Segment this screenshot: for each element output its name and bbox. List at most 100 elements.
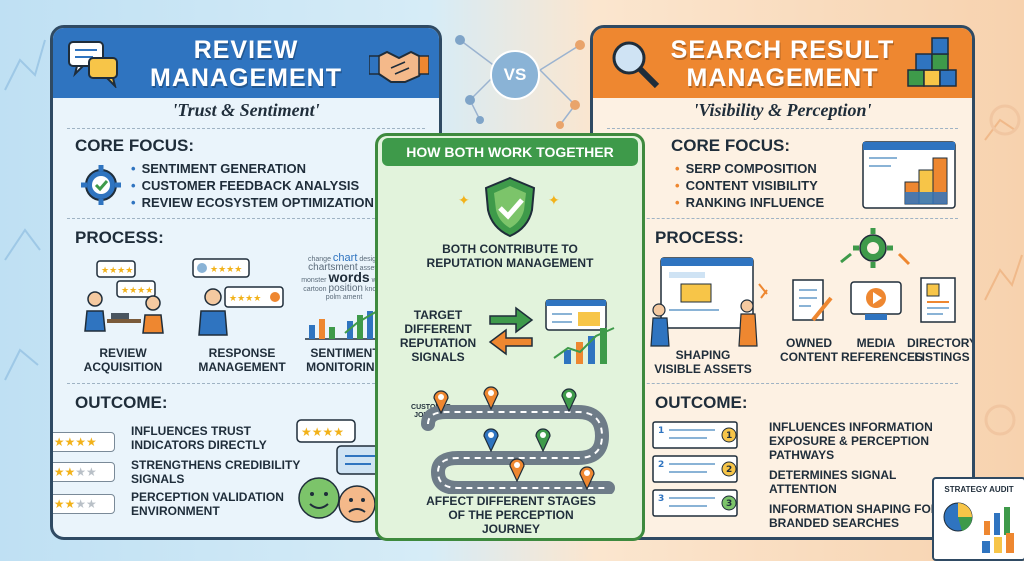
two-way-arrows-icon	[488, 306, 534, 356]
svg-text:★★★★: ★★★★	[101, 266, 133, 276]
word-cloud-term: knows	[365, 286, 385, 293]
map-pin-icon	[483, 386, 499, 410]
core-focus-list: SENTIMENT GENERATION CUSTOMER FEEDBACK A…	[131, 160, 374, 211]
svg-text:★★★★: ★★★★	[301, 425, 344, 439]
word-cloud-term: polm	[325, 294, 341, 301]
map-pin-icon	[579, 466, 595, 490]
faces-feedback-illustration: ★★★★	[296, 419, 388, 523]
process-heading: PROCESS:	[75, 228, 164, 247]
divider	[67, 128, 425, 129]
rating-five-stars: ★★★★★	[53, 432, 115, 452]
word-cloud: change chart design chartsment assets mo…	[301, 252, 387, 302]
word-cloud-term: design	[359, 256, 380, 263]
media-player-icon	[850, 281, 902, 320]
outcome-heading: OUTCOME:	[655, 393, 748, 412]
divider	[607, 128, 958, 129]
map-pin-icon	[535, 428, 551, 452]
customer-journey-road	[421, 405, 615, 494]
process-label-shaping-visible-assets: SHAPING VISIBLE ASSETS	[654, 348, 752, 376]
shield-check-icon	[484, 176, 536, 238]
core-focus-item: RANKING INFLUENCE	[675, 194, 825, 211]
gear-check-icon	[81, 165, 121, 205]
center-text-perception-journey: AFFECT DIFFERENT STAGES OF THE PERCEPTIO…	[426, 494, 596, 536]
map-pin-icon	[561, 388, 577, 412]
process-label-directory-listings: DIRECTORY LISTINGS	[907, 336, 975, 364]
svg-text:3: 3	[658, 494, 664, 504]
review-management-subtitle: 'Trust & Sentiment'	[172, 100, 320, 120]
divider	[67, 218, 425, 219]
owned-content-document-icon	[792, 279, 833, 322]
building-blocks-icon	[907, 37, 957, 87]
map-pin-icon	[509, 458, 525, 482]
word-cloud-term: words	[328, 269, 370, 285]
map-pin-icon	[433, 390, 449, 414]
word-cloud-term: chart	[332, 252, 358, 264]
outcome-text: STRENGTHENS CREDIBILITY SIGNALS	[131, 458, 301, 486]
svg-text:1: 1	[726, 431, 732, 441]
chat-bubbles-icon	[68, 41, 118, 88]
search-result-management-header: SEARCH RESULT MANAGEMENT	[593, 28, 972, 98]
bar-chart-icon	[982, 507, 1014, 553]
svg-text:2: 2	[658, 460, 664, 470]
core-focus-item: CUSTOMER FEEDBACK ANALYSIS	[131, 177, 374, 194]
svg-text:1: 1	[658, 426, 664, 436]
word-cloud-term: change	[308, 256, 331, 263]
center-text-contribute: BOTH CONTRIBUTE TO REPUTATION MANAGEMENT	[426, 242, 594, 270]
search-result-management-title: SEARCH RESULT MANAGEMENT	[670, 36, 895, 92]
rating-three-stars: ★★★★★	[53, 494, 115, 514]
gear-cycle-icon	[840, 228, 911, 268]
svg-text:3: 3	[726, 499, 732, 509]
svg-text:★★★★: ★★★★	[121, 286, 153, 296]
sparkle-icon: ✦	[548, 192, 560, 208]
outcome-text: INFLUENCES INFORMATION EXPOSURE & PERCEP…	[769, 420, 933, 462]
divider	[607, 218, 958, 219]
svg-text:★★★★: ★★★★	[229, 294, 261, 304]
pie-chart-icon	[943, 502, 973, 532]
process-heading: PROCESS:	[655, 228, 744, 247]
dashboard-growth-icon	[545, 299, 615, 364]
process-label-response-management: RESPONSE MANAGEMENT	[198, 346, 286, 374]
strategy-audit-title: STRATEGY AUDIT	[944, 485, 1014, 494]
map-pin-icon	[483, 428, 499, 452]
outcome-heading: OUTCOME:	[75, 393, 168, 412]
word-cloud-term: assets	[359, 265, 380, 272]
divider	[67, 383, 425, 384]
search-result-management-subtitle: 'Visibility & Perception'	[693, 100, 872, 120]
how-both-work-together-panel: HOW BOTH WORK TOGETHER ✦ ✦ BOTH CONTRIBU…	[375, 133, 645, 541]
center-text-target-signals: TARGET DIFFERENT REPUTATION SIGNALS	[399, 308, 477, 364]
strategy-audit-card: STRATEGY AUDIT	[932, 477, 1024, 561]
center-title: HOW BOTH WORK TOGETHER	[382, 138, 638, 166]
svg-text:★★★★: ★★★★	[210, 265, 242, 275]
core-focus-heading: CORE FOCUS:	[671, 136, 790, 155]
svg-text:2: 2	[726, 465, 732, 475]
process-label-review-acquisition: REVIEW ACQUISITION	[83, 346, 163, 374]
core-focus-item: REVIEW ECOSYSTEM OPTIMIZATION	[131, 194, 374, 211]
handshake-icon	[369, 50, 429, 83]
process-label-owned-content: OWNED CONTENT	[780, 336, 838, 364]
outcome-text: DETERMINES SIGNAL ATTENTION	[769, 468, 897, 496]
core-focus-item: SENTIMENT GENERATION	[131, 160, 374, 177]
word-cloud-term: cartoon	[303, 286, 327, 293]
core-focus-list: SERP COMPOSITION CONTENT VISIBILITY RANK…	[675, 160, 825, 211]
vs-badge: VS	[490, 50, 540, 100]
rating-three-stars: ★★★★★	[53, 462, 115, 482]
core-focus-heading: CORE FOCUS:	[75, 136, 194, 155]
search-result-management-panel: SEARCH RESULT MANAGEMENT 'Visibility & P…	[590, 25, 975, 540]
outcome-text: INFORMATION SHAPING FOR BRANDED SEARCHES	[769, 502, 940, 530]
divider	[607, 383, 958, 384]
outcome-text: INFLUENCES TRUST INDICATORS DIRECTLY	[131, 424, 267, 452]
directory-listing-icon	[920, 277, 956, 323]
review-management-header: REVIEW MANAGEMENT	[53, 28, 439, 98]
word-cloud-term: chartsment	[308, 262, 358, 273]
process-label-sentiment-monitoring: SENTIMENT MONITORING	[306, 346, 384, 374]
word-cloud-term: monster	[301, 277, 327, 284]
response-management-illustration: ★★★★ ★★★★	[192, 258, 284, 336]
shaping-assets-illustration	[650, 257, 768, 347]
word-cloud-term: position	[328, 283, 363, 294]
magnifier-icon	[612, 41, 660, 89]
serp-layout-icon	[862, 141, 956, 209]
sentiment-bar-chart-icon	[305, 308, 383, 340]
word-cloud-term: ament	[342, 294, 363, 301]
sparkle-icon: ✦	[458, 192, 470, 208]
